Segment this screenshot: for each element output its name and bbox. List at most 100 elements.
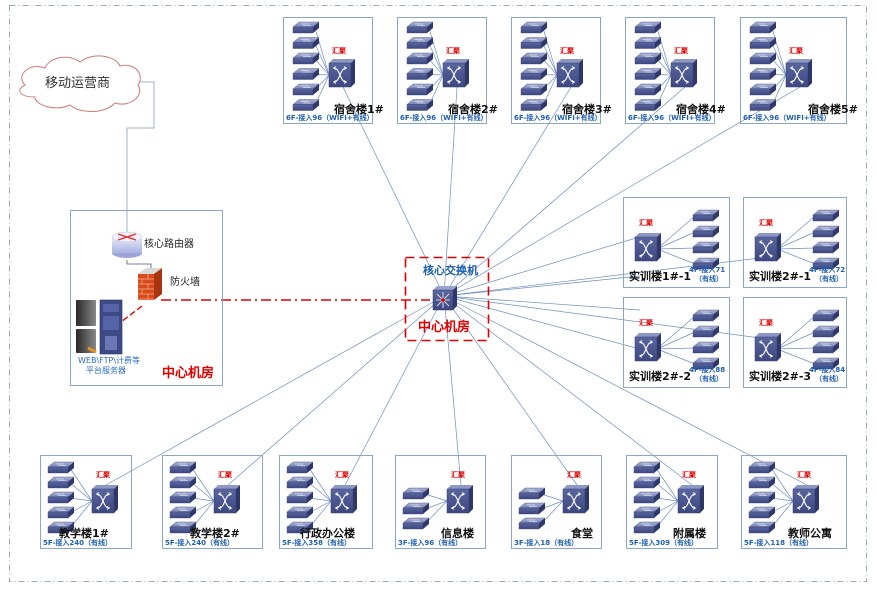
uplink-line [540, 493, 564, 502]
building-name: 行政办公楼 [300, 527, 355, 540]
access-switch-arrows [527, 504, 537, 507]
downlink-line [656, 347, 696, 350]
access-switch-side [833, 358, 839, 369]
access-switch-side [770, 22, 776, 33]
access-switch-side [833, 310, 839, 321]
access-switch-arrows [415, 23, 425, 26]
access-switch-front [749, 26, 771, 34]
access-switch-front [749, 88, 771, 96]
agg-switch-side [777, 233, 781, 261]
access-switch-side [313, 68, 319, 80]
downlink-line [776, 231, 816, 250]
building-caption-line1: 4F-接入72 [809, 266, 846, 274]
access-switch-side [190, 492, 196, 503]
access-switch-arrows [415, 39, 425, 42]
access-switch-side [769, 522, 775, 533]
access-switch-side [427, 37, 433, 49]
aggregation-switch-icon [562, 485, 589, 514]
access-switch-side [541, 37, 547, 49]
access-switch-icon [634, 99, 662, 111]
access-switch-icon [692, 309, 720, 322]
router-firewall-link [126, 260, 152, 270]
core-switch-top [433, 286, 457, 290]
access-switch-arrows [56, 493, 66, 496]
uplink-line [424, 493, 448, 502]
arrow-heads [796, 492, 812, 510]
building-box-train2-3 [743, 297, 847, 388]
building-name: 宿舍楼4# [676, 103, 726, 116]
firewall-server-link [116, 305, 143, 326]
crossed-arrows-icon [96, 493, 110, 509]
arrow-heads [332, 66, 348, 84]
access-switch-front [169, 481, 191, 489]
agg-switch-top [786, 59, 812, 63]
access-switch-front [292, 104, 314, 111]
arrow-heads [217, 492, 233, 510]
access-switch-side [833, 326, 839, 337]
agg-switch-top [635, 233, 661, 237]
access-switch-arrows [295, 463, 305, 466]
access-switch-arrows [701, 227, 711, 230]
access-switch-front [292, 88, 314, 96]
building-box-teacher-apt [741, 455, 847, 549]
access-switch-arrows [758, 85, 768, 88]
access-switch-front [406, 57, 428, 65]
aggregation-switch-icon [634, 233, 661, 262]
access-switch-icon [520, 52, 548, 65]
access-switch-arrows [701, 343, 711, 346]
access-switch-front [749, 57, 771, 65]
core-uplink-line [443, 237, 637, 297]
building-name: 实训楼2#-1 [749, 270, 812, 283]
access-switch-arrows [701, 259, 711, 262]
building-name: 教学楼1# [59, 527, 109, 540]
center-room-box [70, 210, 223, 386]
access-switch-front [520, 88, 542, 96]
access-switch-icon [748, 491, 776, 504]
access-switch-front [748, 496, 770, 504]
access-switch-arrows [757, 493, 767, 496]
access-switch-icon [402, 502, 430, 515]
access-switch-icon [634, 68, 662, 80]
access-switch-front [749, 42, 771, 49]
agg-switch-side [700, 485, 704, 513]
arrow-heads [681, 492, 697, 510]
agg-switch-top [678, 485, 704, 489]
downlink-line [656, 348, 696, 365]
access-switch-arrows [821, 327, 831, 330]
access-switch-front [748, 466, 770, 474]
access-switch-icon [812, 341, 840, 354]
access-switch-arrows [643, 101, 653, 104]
building-name: 实训楼2#-3 [749, 370, 812, 383]
access-switch-front [634, 42, 656, 49]
aggregation-switch-icon [556, 59, 583, 88]
isp-label: 移动运营商 [45, 76, 111, 91]
access-switch-arrows [56, 478, 66, 481]
router-label: 核心路由器 [144, 239, 194, 250]
uplink-line [771, 27, 787, 76]
agg-switch-side [777, 333, 781, 361]
access-switch-side [427, 53, 433, 64]
building-caption: 5F-接入358（有线） [282, 539, 351, 547]
downlink-line [776, 248, 816, 265]
access-switch-front [520, 42, 542, 49]
core-uplink-line [344, 295, 445, 486]
access-switch-front [812, 214, 834, 222]
crossed-arrows-icon [333, 67, 347, 83]
uplink-line [655, 497, 679, 502]
aggregation-switch-icon [634, 333, 661, 362]
access-switch-front [748, 481, 770, 489]
access-switch-icon [406, 83, 434, 96]
core-uplink-line [443, 295, 641, 311]
uplink-line [69, 497, 93, 502]
agg-switch-side [469, 485, 473, 513]
agg-switch-side [236, 485, 240, 513]
center-room-label: 中心机房 [162, 366, 215, 381]
aggregation-switch-icon [792, 485, 819, 514]
access-switch-side [713, 258, 719, 269]
building-box-dorm4 [625, 17, 715, 124]
agg-switch-top [793, 485, 819, 489]
access-switch-front [633, 481, 655, 489]
access-switch-front [634, 88, 656, 96]
access-switch-icon [286, 461, 314, 474]
agg-switch-side [351, 59, 355, 87]
